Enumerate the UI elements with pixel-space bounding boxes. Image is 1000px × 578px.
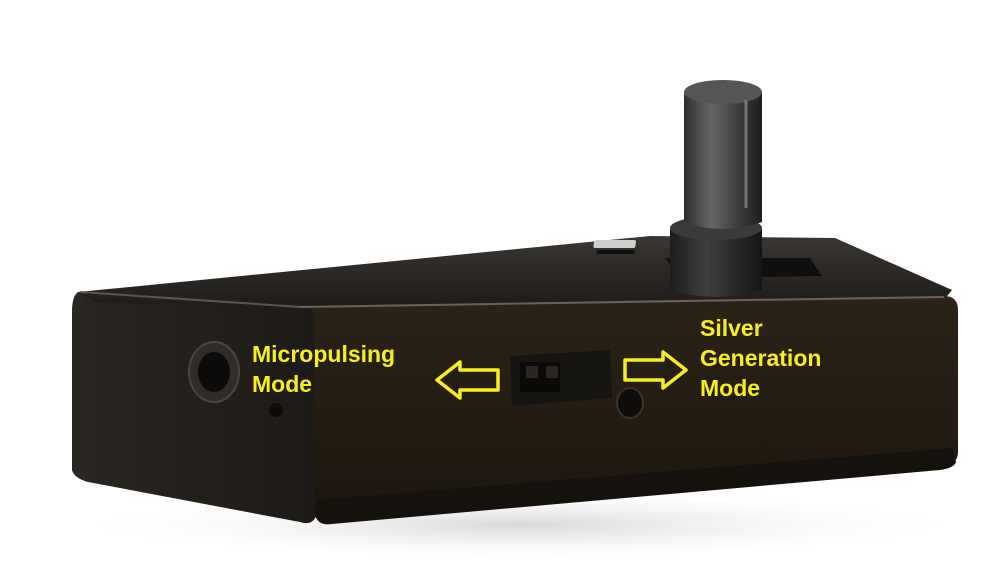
arrow-right-icon (623, 350, 688, 390)
micropulsing-label-line1: Micropulsing (252, 341, 396, 367)
silver-label-line3: Mode (700, 375, 761, 401)
micropulsing-mode-label: Micropulsing Mode (252, 339, 395, 399)
silver-label-line2: Generation (700, 345, 822, 371)
device-left-face (72, 292, 316, 524)
edge-highlight (299, 296, 945, 308)
arrow-left-icon (435, 360, 500, 400)
front-screw-hole (616, 387, 644, 419)
knob-collar (670, 228, 762, 297)
micropulsing-label-line2: Mode (252, 371, 313, 397)
silver-label-line1: Silver (700, 315, 763, 341)
edge-highlight-left (79, 291, 301, 308)
front-bottom-bezel (316, 448, 956, 525)
silver-generation-mode-label: Silver Generation Mode (700, 313, 821, 403)
knob-top (684, 80, 762, 104)
status-led (593, 240, 637, 248)
selector-knob (684, 92, 762, 229)
screw-hole (269, 403, 283, 417)
